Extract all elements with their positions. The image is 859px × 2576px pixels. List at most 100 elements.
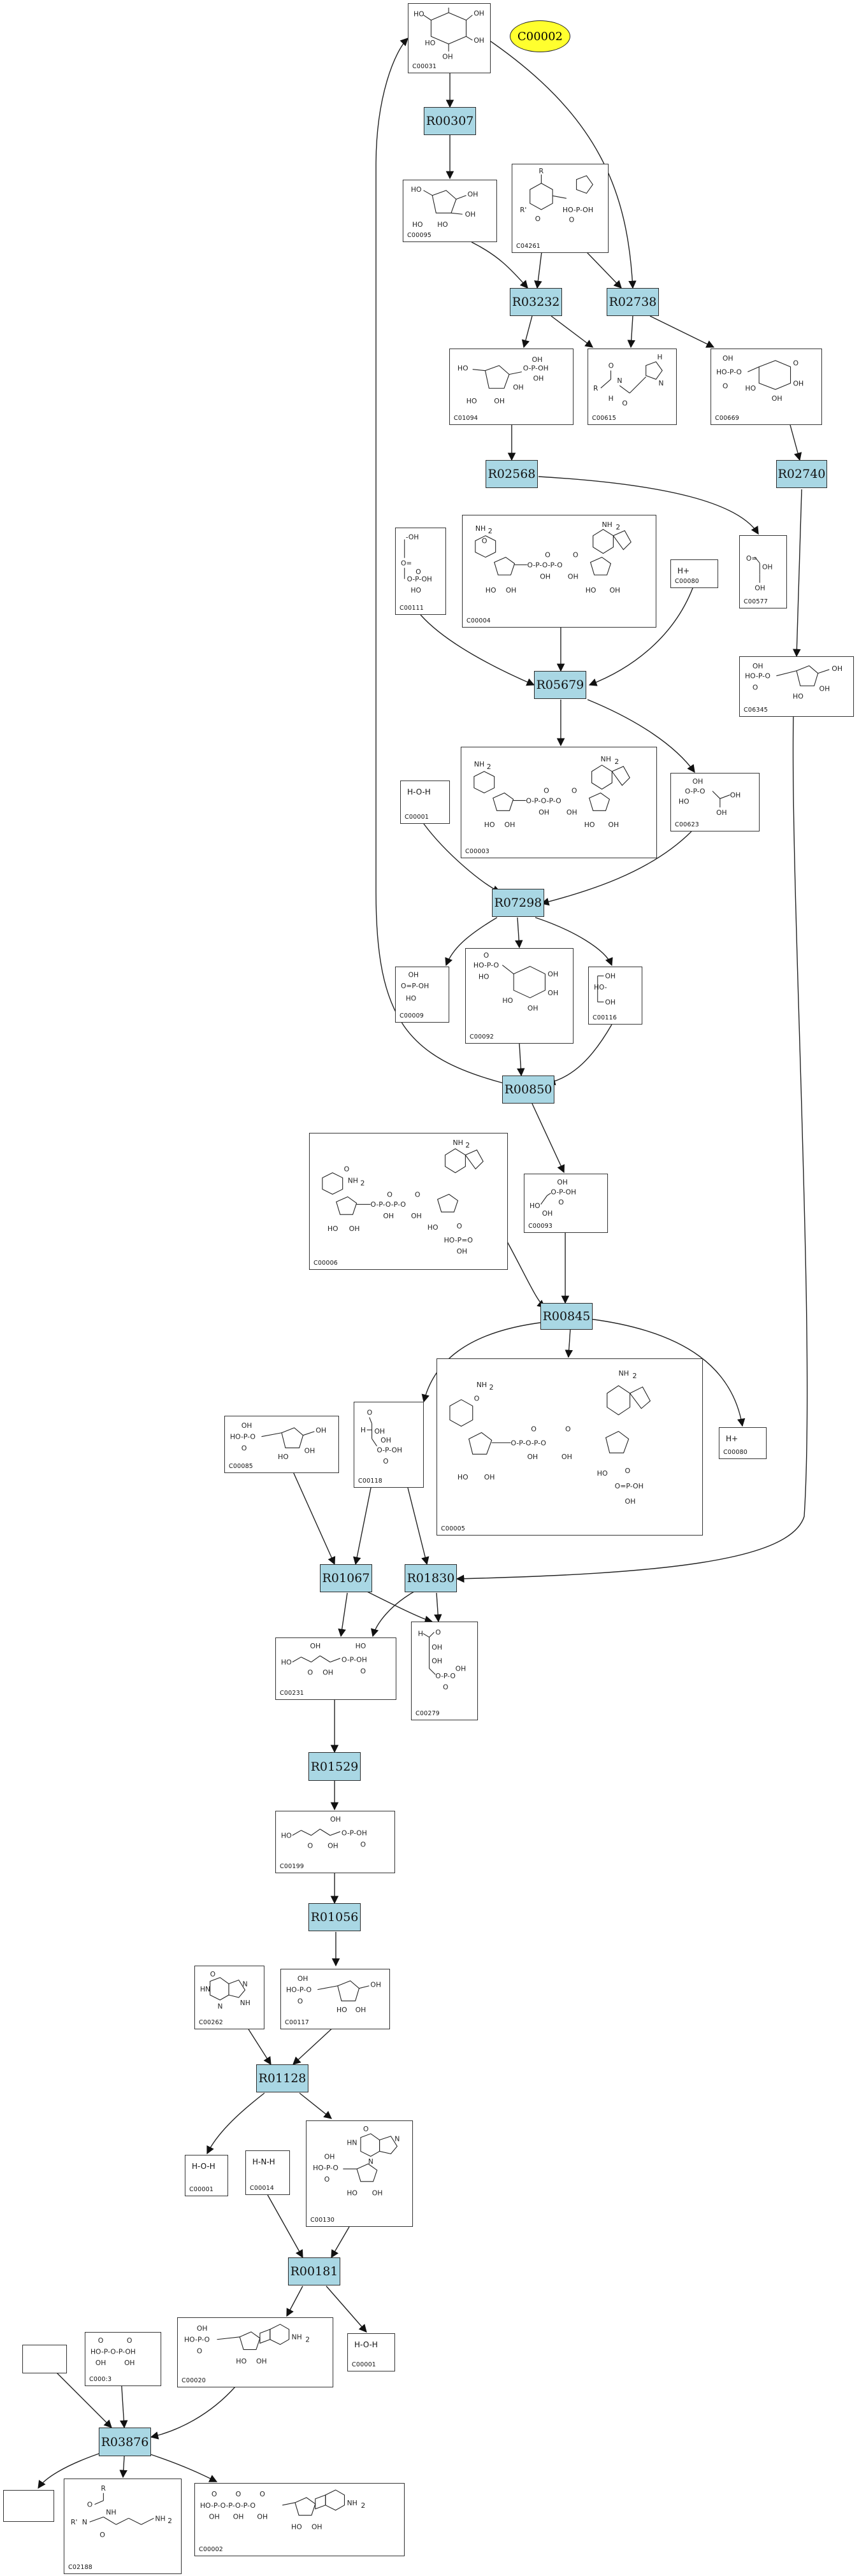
svg-text:HO: HO xyxy=(679,797,689,805)
svg-text:O=: O= xyxy=(401,559,412,567)
empty-compound-box-2[interactable] xyxy=(3,2490,54,2522)
highlight-C00002[interactable]: C00002 xyxy=(510,20,570,52)
reaction-label: R05679 xyxy=(536,678,584,692)
reaction-R00845[interactable]: R00845 xyxy=(540,1303,593,1330)
svg-text:O: O xyxy=(535,215,541,223)
svg-text:HO: HO xyxy=(291,2523,302,2531)
svg-text:OH: OH xyxy=(547,989,558,997)
svg-text:O-P-O-P-O: O-P-O-P-O xyxy=(510,1439,546,1447)
empty-compound-box[interactable] xyxy=(22,2345,67,2373)
svg-text:O: O xyxy=(625,1467,631,1475)
compound-C00031[interactable]: HO OH OH OH HO C00031 xyxy=(408,3,491,73)
ammonia-formula: H-N-H xyxy=(252,2157,275,2166)
svg-text:OH: OH xyxy=(312,2523,322,2531)
svg-text:O: O xyxy=(456,1222,462,1230)
compound-C00116[interactable]: OH HO- OH C00116 xyxy=(588,967,642,1025)
reaction-R03232[interactable]: R03232 xyxy=(510,288,562,316)
compound-id: C00080 xyxy=(675,578,700,585)
reaction-R01067[interactable]: R01067 xyxy=(320,1564,372,1592)
reaction-R01128[interactable]: R01128 xyxy=(256,2064,308,2092)
compound-C00014[interactable]: H-N-H C00014 xyxy=(245,2150,290,2195)
svg-text:OH: OH xyxy=(716,809,727,817)
svg-text:OH: OH xyxy=(349,1225,360,1233)
svg-text:O-P-OH: O-P-OH xyxy=(377,1446,402,1454)
svg-text:OH: OH xyxy=(532,356,543,364)
compound-C00080-a[interactable]: H+ C00080 xyxy=(670,559,718,588)
svg-text:OH: OH xyxy=(513,383,524,391)
svg-text:2: 2 xyxy=(487,763,491,771)
reaction-R00181[interactable]: R00181 xyxy=(288,2257,340,2285)
structure-glyceraldehyde-icon: O= OH OH xyxy=(746,554,773,592)
svg-text:O: O xyxy=(387,1190,393,1198)
compound-id: C00669 xyxy=(715,415,740,422)
svg-text:NH: NH xyxy=(619,1369,629,1378)
reaction-label: R00181 xyxy=(290,2264,338,2278)
compound-C00001-c[interactable]: H-O-H C00001 xyxy=(347,2333,395,2371)
svg-text:OH: OH xyxy=(330,1815,341,1824)
reaction-R07298[interactable]: R07298 xyxy=(492,889,544,917)
reaction-R01529[interactable]: R01529 xyxy=(308,1752,361,1781)
svg-text:HO-P-O: HO-P-O xyxy=(184,2336,210,2344)
reaction-R02740[interactable]: R02740 xyxy=(776,460,827,488)
compound-C00001-a[interactable]: H-O-H C00001 xyxy=(400,781,450,824)
reaction-label: R02740 xyxy=(777,467,826,481)
reaction-R01830[interactable]: R01830 xyxy=(405,1564,457,1592)
svg-text:O: O xyxy=(99,2531,105,2539)
compound-C00001-b[interactable]: H-O-H C00001 xyxy=(185,2155,228,2196)
compound-id: C00093 xyxy=(528,1223,553,1230)
svg-text:R: R xyxy=(538,167,544,175)
reaction-R01056[interactable]: R01056 xyxy=(308,1903,361,1931)
svg-text:HO: HO xyxy=(584,821,595,829)
compound-id: C00020 xyxy=(182,2377,206,2384)
reaction-R03876[interactable]: R03876 xyxy=(99,2428,151,2456)
reaction-R05679[interactable]: R05679 xyxy=(534,671,586,699)
reaction-R00850[interactable]: R00850 xyxy=(502,1076,554,1104)
svg-text:HO-P-O-P-OH: HO-P-O-P-OH xyxy=(90,2347,136,2356)
svg-text:O: O xyxy=(361,1840,366,1848)
svg-text:OH: OH xyxy=(723,354,733,363)
reaction-R02738[interactable]: R02738 xyxy=(607,288,659,316)
svg-text:2: 2 xyxy=(614,758,619,766)
svg-text:OH: OH xyxy=(298,1975,308,1983)
compound-C00577[interactable]: O= OH OH C00577 xyxy=(739,535,787,608)
reaction-R02568[interactable]: R02568 xyxy=(486,460,538,488)
svg-text:HO: HO xyxy=(479,972,489,981)
reaction-R00307[interactable]: R00307 xyxy=(424,107,476,135)
compound-C00080-b[interactable]: H+ C00080 xyxy=(719,1427,767,1459)
svg-text:HO: HO xyxy=(486,586,496,594)
svg-text:NH: NH xyxy=(477,1381,487,1389)
svg-text:OH: OH xyxy=(557,1178,568,1186)
svg-text:HO: HO xyxy=(281,1832,292,1840)
